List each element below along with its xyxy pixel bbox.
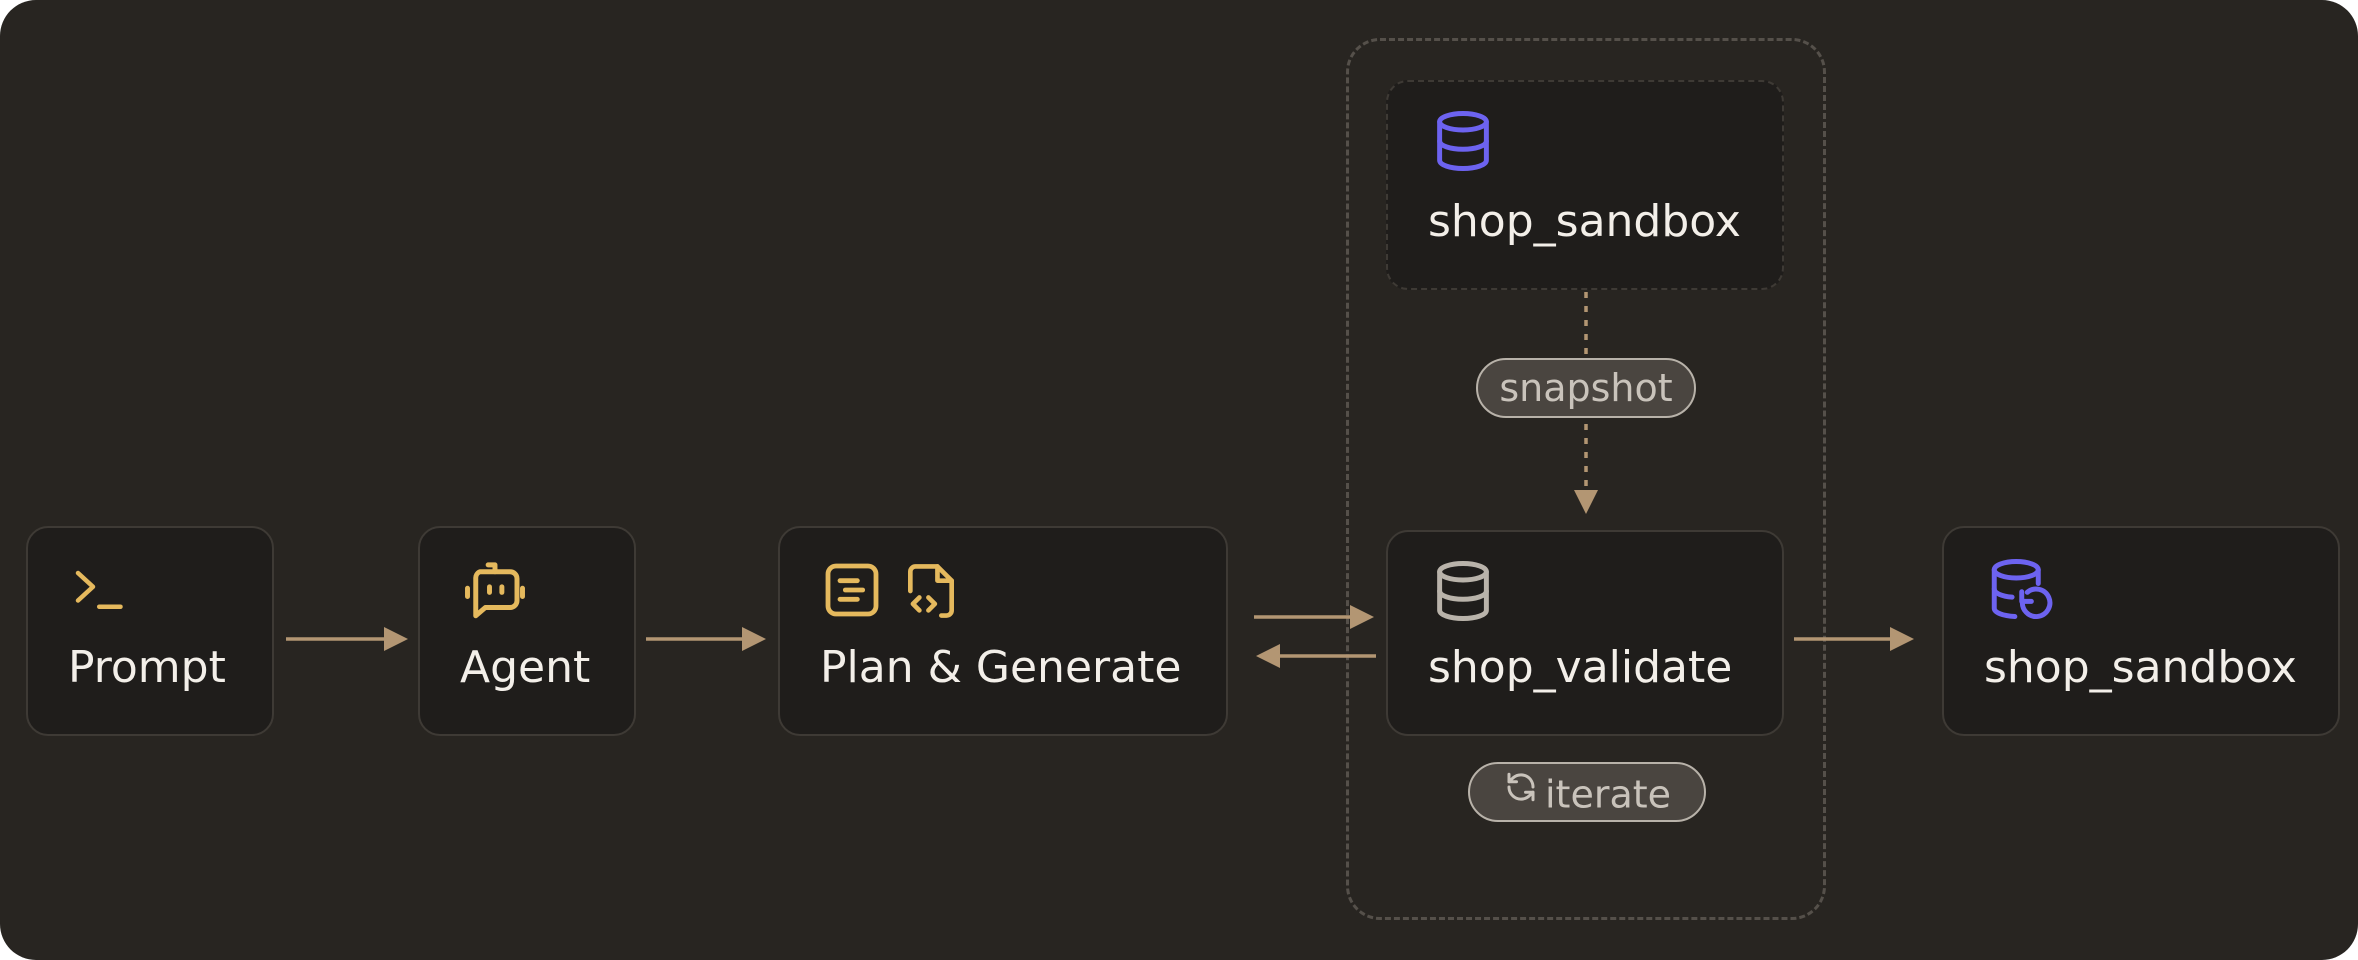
arrow-prompt-to-agent — [286, 627, 408, 651]
database-restore-icon — [1986, 556, 2053, 622]
shop-sandbox-source-node: shop_sandbox — [1386, 80, 1784, 290]
arrow-agent-to-plan — [646, 627, 766, 651]
snapshot-pill: snapshot — [1476, 358, 1696, 418]
arrow-plan-to-validate — [1254, 605, 1374, 629]
shop-validate-label: shop_validate — [1428, 642, 1733, 693]
prompt-node: Prompt — [26, 526, 274, 736]
agent-node: Agent — [418, 526, 636, 736]
arrow-snapshot — [1574, 292, 1598, 514]
plan-generate-label: Plan & Generate — [820, 642, 1182, 693]
shop-sandbox-source-label: shop_sandbox — [1428, 196, 1741, 247]
validation-loop-container — [1346, 38, 1826, 920]
shop-sandbox-result-label: shop_sandbox — [1984, 642, 2297, 693]
snapshot-label: snapshot — [1499, 366, 1673, 410]
document-lines-icon — [820, 558, 884, 622]
agent-label: Agent — [460, 642, 591, 693]
database-icon — [1430, 558, 1496, 624]
robot-chat-icon — [462, 558, 528, 624]
terminal-prompt-icon — [68, 558, 128, 618]
database-icon — [1430, 108, 1496, 174]
arrow-validate-to-result — [1794, 627, 1914, 651]
arrow-validate-to-plan — [1256, 644, 1376, 668]
plan-generate-node: Plan & Generate — [778, 526, 1228, 736]
code-file-icon — [900, 558, 962, 624]
shop-validate-node: shop_validate — [1386, 530, 1784, 736]
shop-sandbox-result-node: shop_sandbox — [1942, 526, 2340, 736]
iterate-label: iterate — [1544, 772, 1672, 817]
refresh-icon — [1503, 764, 1539, 820]
prompt-label: Prompt — [68, 642, 226, 693]
iterate-pill: iterate — [1468, 762, 1706, 822]
